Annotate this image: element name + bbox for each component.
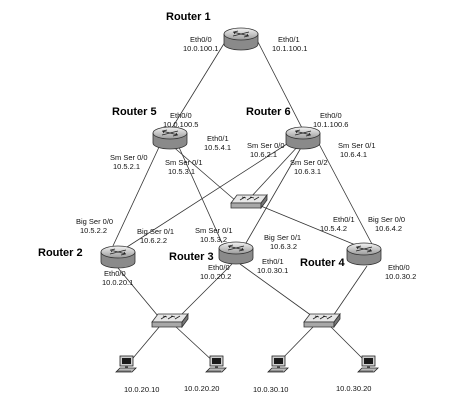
router-4-icon [346,242,382,266]
link-r4-switch-right [332,265,368,317]
router-5-ip-ser01: 10.5.3.1 [168,167,195,176]
router-2-name: Router 2 [38,247,83,259]
router-1-name: Router 1 [166,11,211,23]
host-3-ip: 10.0.30.10 [253,385,288,394]
router-1-if2: Eth0/1 [278,35,300,44]
link-r6-r2 [126,141,291,248]
router-3-if-eth00: Eth0/0 [208,263,230,272]
router-2-icon [100,245,136,269]
switch-right-icon [303,313,341,328]
router-6-ip-ser02: 10.6.3.1 [294,167,321,176]
router-6-if-ser01: Sm Ser 0/1 [338,141,376,150]
router-3-name: Router 3 [169,251,214,263]
router-5-ip-eth00: 10.0.100.5 [163,120,198,129]
router-3-if-ser01: Sm Ser 0/1 [195,226,233,235]
pc-4-icon [357,355,379,373]
link-r5-r2 [111,144,161,249]
link-r2-switch-left [117,267,159,317]
router-1-if1: Eth0/0 [190,35,212,44]
host-2-ip: 10.0.20.20 [184,384,219,393]
router-5-if-eth01: Eth0/1 [207,134,229,143]
router-2-ip-ser01: 10.6.2.2 [140,236,167,245]
pc-3-icon [267,355,289,373]
router-4-if-ser00: Big Ser 0/0 [368,215,405,224]
router-2-ip-ser00: 10.5.2.2 [80,226,107,235]
router-3-if-eth01: Eth0/1 [262,257,284,266]
router-2-if-ser01: Big Ser 0/1 [137,227,174,236]
router-4-if-eth00: Eth0/0 [388,263,410,272]
router-4-name: Router 4 [300,257,346,269]
link-switch-left-pc2 [174,325,217,365]
host-1-ip: 10.0.20.10 [124,385,159,394]
pc-1-icon [115,355,137,373]
host-4-ip: 10.0.30.20 [336,384,371,393]
router-5-if-eth00: Eth0/0 [170,111,192,120]
router-3-ip-eth00: 10.0.20.2 [200,272,231,281]
router-4-ip-eth01: 10.5.4.2 [320,224,347,233]
router-1-ip2: 10.1.100.1 [272,44,307,53]
router-5-name: Router 5 [112,106,157,118]
link-r6-r4 [317,141,374,247]
links [111,41,374,365]
router-5-ip-ser00: 10.5.2.1 [113,162,140,171]
router-5-ip-eth01: 10.5.4.1 [204,143,231,152]
link-r5-r3 [177,144,223,244]
router-6-ip-ser00: 10.6.2.1 [250,150,277,159]
router-6-if-ser02: Sm Ser 0/2 [290,158,328,167]
router-3-ip-ser01: 10.5.3.2 [200,235,227,244]
router-2-if-eth00: Eth0/0 [104,269,126,278]
router-1-ip1: 10.0.100.1 [183,44,218,53]
router-4-ip-ser00: 10.6.4.2 [375,224,402,233]
router-3-ip-ser01b: 10.6.3.2 [270,242,297,251]
router-4-ip-eth00: 10.0.30.2 [385,272,416,281]
link-r1-r6 [257,41,303,129]
pc-2-icon [205,355,227,373]
router-6-if-ser00: Sm Ser 0/0 [247,141,285,150]
router-5-if-ser00: Sm Ser 0/0 [110,153,148,162]
link-r1-r5 [171,41,226,129]
link-r5-switch-center [169,143,237,202]
link-r6-r3 [245,145,303,244]
router-6-ip-ser01: 10.6.4.1 [340,150,367,159]
switch-center-icon [230,194,268,209]
router-4-if-eth01: Eth0/1 [333,215,355,224]
router-6-icon [285,126,321,150]
link-switch-center-r4 [255,203,359,247]
router-1-icon [223,27,259,51]
router-6-name: Router 6 [246,106,291,118]
link-r3-switch-right [239,263,313,317]
switch-left-icon [151,313,189,328]
link-r6-switch-center [249,143,301,199]
link-r3-switch-left [179,263,233,317]
router-2-ip-eth00: 10.0.20.1 [102,278,133,287]
router-3-icon [218,241,254,265]
router-3-if-ser01b: Big Ser 0/1 [264,233,301,242]
router-6-ip-eth00: 10.1.100.6 [313,120,348,129]
router-5-icon [152,126,188,150]
router-5-if-ser01: Sm Ser 0/1 [165,158,203,167]
router-2-if-ser00: Big Ser 0/0 [76,217,113,226]
router-3-ip-eth01: 10.0.30.1 [257,266,288,275]
router-6-if-eth00: Eth0/0 [320,111,342,120]
